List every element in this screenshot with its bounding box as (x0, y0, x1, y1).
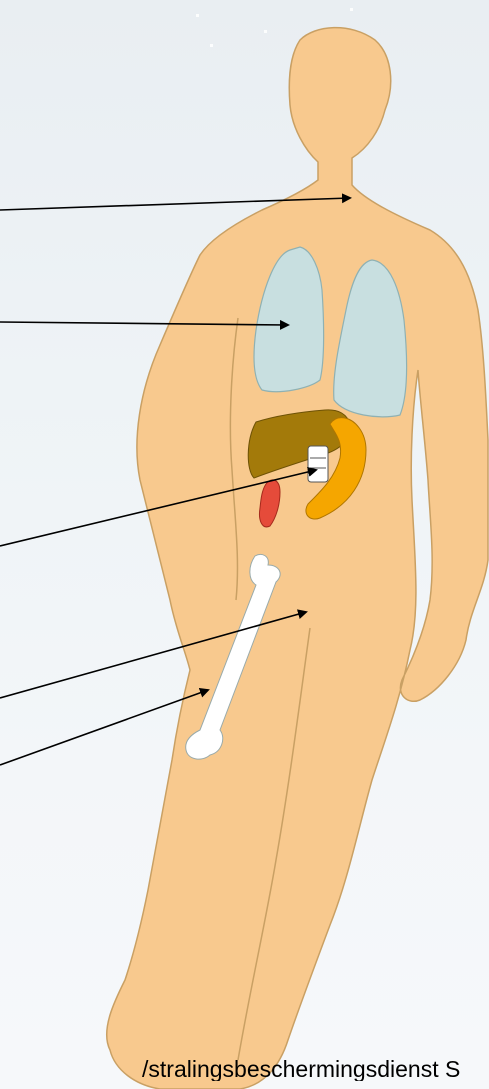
human-silhouette (107, 28, 488, 1089)
pancreas (308, 446, 328, 482)
figure-caption: /stralingsbeschermingsdienst S (142, 1058, 460, 1081)
